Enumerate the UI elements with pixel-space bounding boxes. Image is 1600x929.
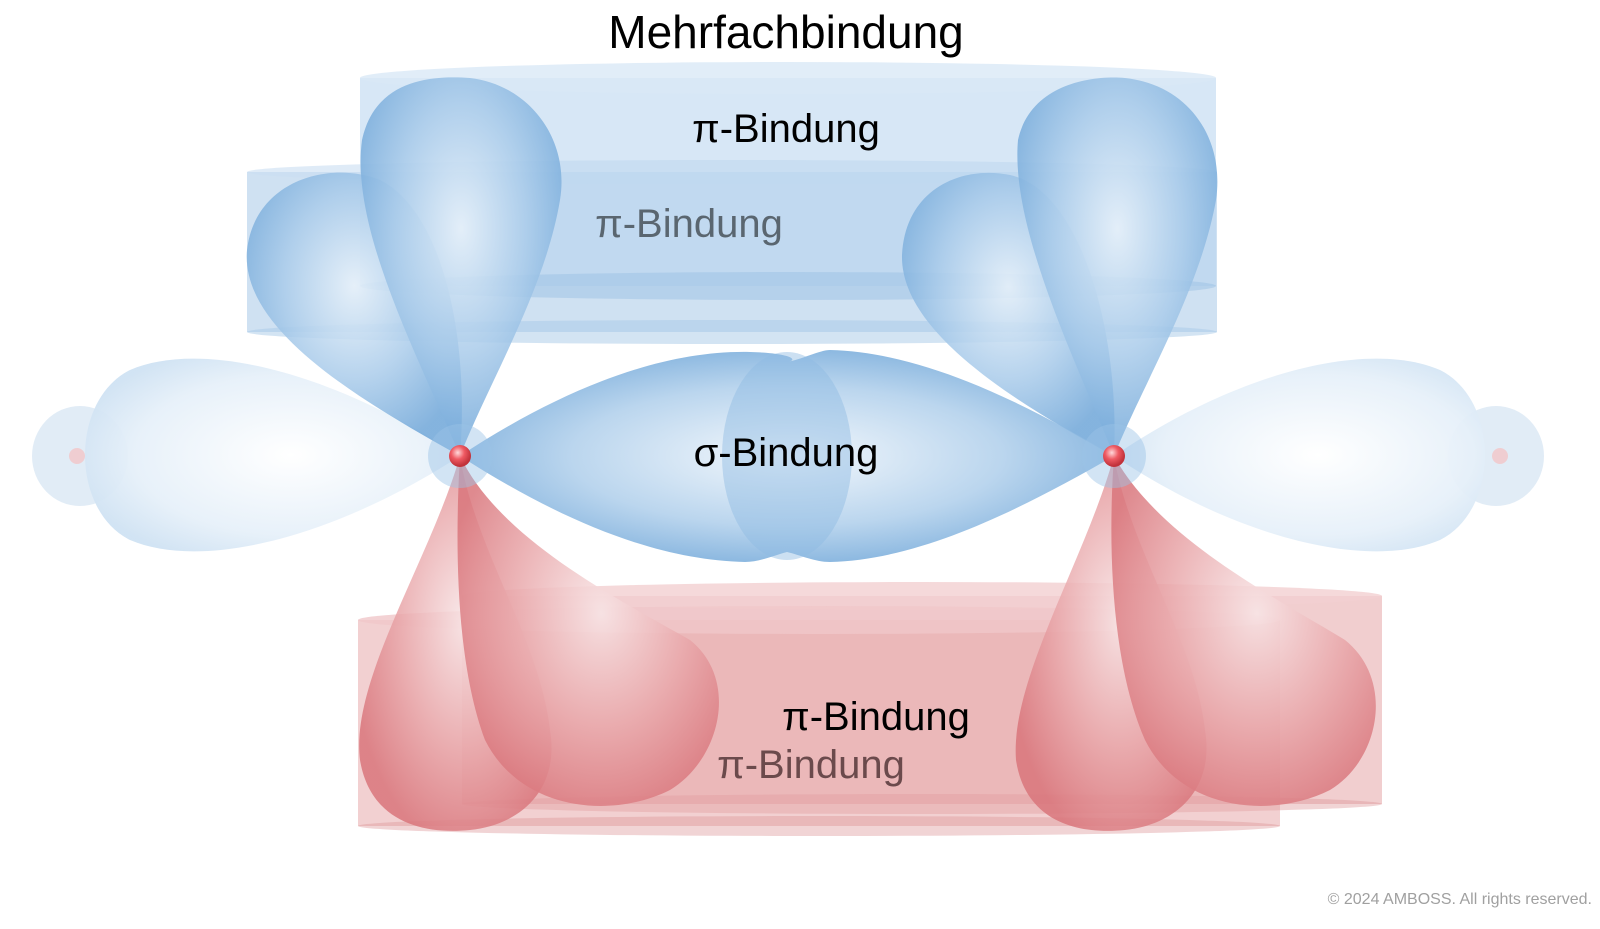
- copyright-notice: © 2024 AMBOSS. All rights reserved.: [1328, 891, 1592, 908]
- pi-bond-label-upper-back: π-Bindung: [595, 202, 783, 246]
- sigma-bond: [460, 350, 1114, 562]
- pi-bond-label-lower-front: π-Bindung: [782, 695, 970, 739]
- pi-bond-label-upper-front: π-Bindung: [692, 107, 880, 151]
- p-orbital-lower-right: [1015, 456, 1376, 831]
- atom-left: [428, 424, 492, 488]
- diagram-title: Mehrfachbindung: [608, 6, 963, 58]
- side-lobe-right: [1114, 358, 1544, 552]
- p-orbital-upper-right: [901, 77, 1218, 457]
- side-lobe-left: [32, 358, 460, 552]
- pi-bond-label-lower-back: π-Bindung: [717, 743, 905, 787]
- atom-right: [1082, 424, 1146, 488]
- p-orbital-lower-left: [359, 456, 719, 831]
- p-orbital-upper-left: [246, 77, 562, 457]
- sigma-bond-label: σ-Bindung: [694, 431, 879, 475]
